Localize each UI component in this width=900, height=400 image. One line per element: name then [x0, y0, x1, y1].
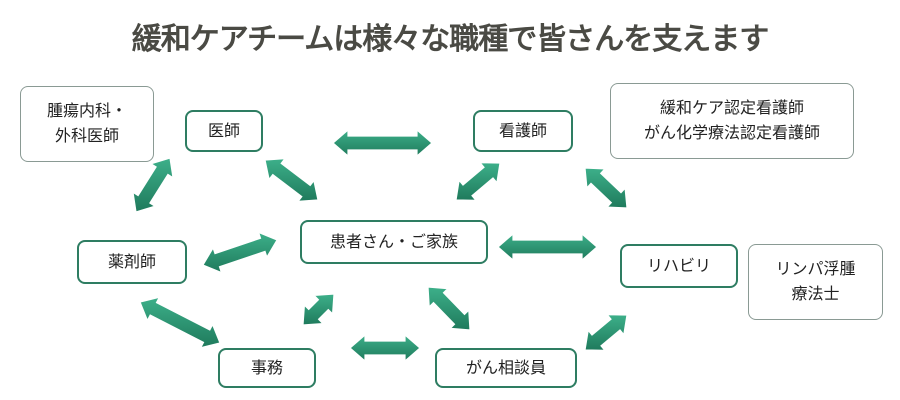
page-title: 緩和ケアチームは様々な職種で皆さんを支えます [131, 22, 770, 57]
arrow-office-consultant [349, 333, 421, 363]
arrow-consultant-rehab [584, 313, 628, 352]
nurse-label: 看護師 [498, 120, 547, 140]
arrow-pharmacist-center [202, 231, 278, 274]
arrow-center-office [302, 293, 335, 326]
arrow-doctor-center [264, 158, 319, 202]
arrow-pharmacist-office [139, 296, 221, 349]
doctor-box: 医師 [185, 110, 263, 152]
arrow-center-consultant [427, 286, 471, 331]
pharmacist-label: 薬剤師 [107, 251, 156, 271]
certified-nurse-label-line-2: がん化学療法認定看護師 [643, 123, 820, 142]
certified-nurse-label-line-1: 緩和ケア認定看護師 [659, 98, 804, 118]
pharmacist-box: 薬剤師 [77, 240, 187, 284]
arrow-nurse-center [455, 162, 501, 201]
oncology-doctor-box: 腫瘍内科・ 外科医師 [20, 86, 154, 162]
rehab-box: リハビリ [620, 244, 738, 288]
lymphedema-label-line-2: 療法士 [791, 284, 840, 303]
arrow-doctor-nurse [332, 128, 433, 158]
office-box: 事務 [218, 348, 316, 388]
nurse-box: 看護師 [473, 110, 573, 152]
arrow-oncology-pharmacist [132, 157, 174, 213]
arrow-certified-rehab [584, 167, 628, 209]
patient-family-label: 患者さん・ご家族 [329, 231, 458, 251]
patient-family-box: 患者さん・ご家族 [300, 220, 488, 264]
oncology-doctor-label-line-1: 腫瘍内科・ [46, 101, 127, 121]
consultant-box: がん相談員 [435, 348, 577, 388]
rehab-label: リハビリ [646, 255, 711, 275]
oncology-doctor-label-line-2: 外科医師 [54, 126, 119, 145]
arrow-center-rehab [497, 232, 598, 262]
lymphedema-label-line-1: リンパ浮腫 [775, 259, 856, 279]
doctor-label: 医師 [207, 120, 240, 140]
office-label: 事務 [250, 357, 283, 377]
certified-nurse-box: 緩和ケア認定看護師 がん化学療法認定看護師 [610, 83, 854, 159]
consultant-label: がん相談員 [465, 357, 546, 377]
lymphedema-therapist-box: リンパ浮腫 療法士 [748, 244, 883, 320]
